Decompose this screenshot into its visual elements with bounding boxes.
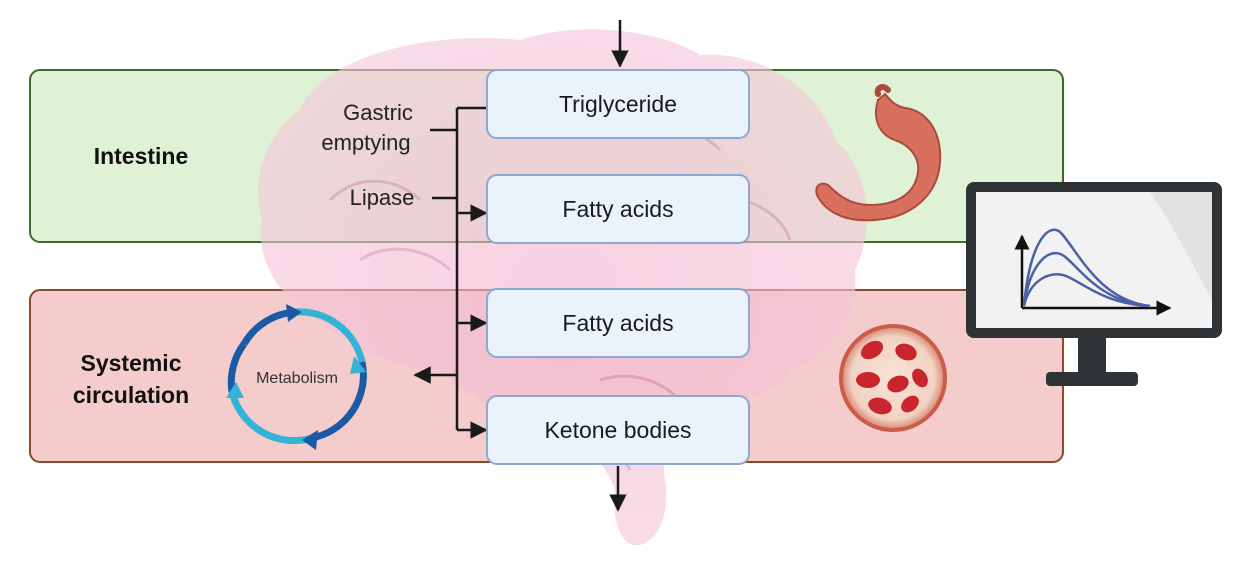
gastric-label-line2: emptying [321,130,410,155]
pk-curve-icon [1014,228,1172,316]
triglyceride-label: Triglyceride [559,91,677,117]
ketone-bodies-box: Ketone bodies [486,395,750,465]
fatty-acids-circulation-box: Fatty acids [486,288,750,358]
fatty-acids-intestine-label: Fatty acids [562,196,673,222]
triglyceride-box: Triglyceride [486,69,750,139]
systemic-label-line2: circulation [73,382,189,408]
intestine-label: Intestine [94,143,189,169]
blood-vessel-icon [839,324,947,432]
ketone-bodies-label: Ketone bodies [544,417,691,443]
monitor-icon [966,182,1222,386]
fatty-acids-circulation-label: Fatty acids [562,310,673,336]
metabolism-cycle-icon [226,304,367,450]
metabolism-label: Metabolism [256,370,338,387]
lipase-label: Lipase [350,185,415,210]
gastric-label-line1: Gastric [343,100,413,125]
systemic-label-line1: Systemic [80,350,181,376]
stomach-icon [815,84,942,222]
fatty-acids-intestine-box: Fatty acids [486,174,750,244]
